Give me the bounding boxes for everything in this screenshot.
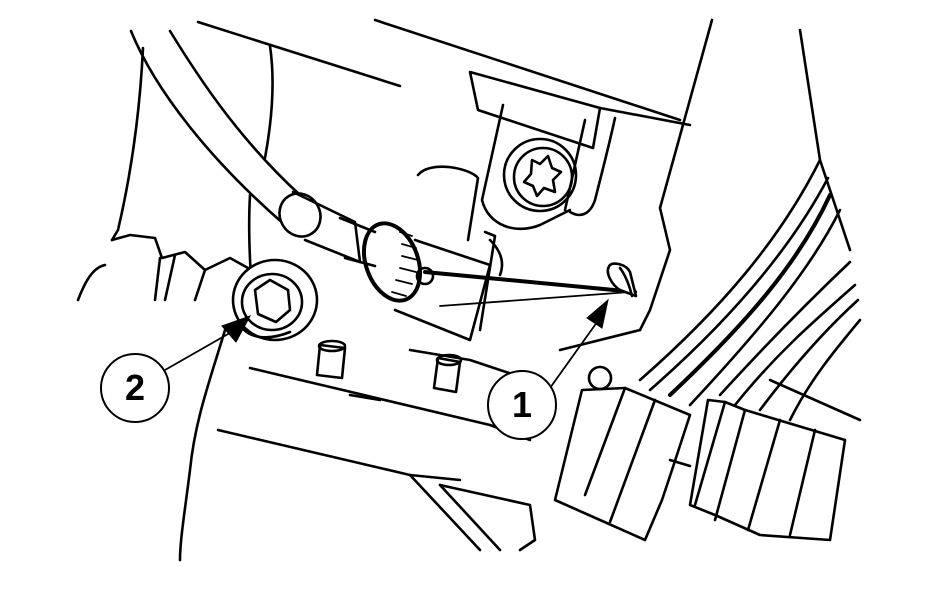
housing-edge <box>263 44 274 160</box>
cable-sheath-left <box>129 29 287 227</box>
bracket-top-tab <box>468 70 602 150</box>
bolt-flange <box>231 258 319 342</box>
callout-2: 2 <box>100 353 170 423</box>
torx-bolt-head <box>502 137 578 213</box>
callout-2-arrowhead <box>221 315 252 343</box>
electrical-connector-left <box>553 386 692 542</box>
callout-1-label: 1 <box>511 384 533 425</box>
torx-star-icon <box>522 154 563 198</box>
callout-2-leader <box>164 329 236 371</box>
cable-sheath-right <box>168 29 302 197</box>
knurled-nut <box>361 221 423 303</box>
cable-inner-wire <box>423 270 637 294</box>
electrical-connector-right <box>688 398 847 542</box>
locating-post-left <box>315 343 347 380</box>
mounting-hole <box>587 365 613 391</box>
callout-2-label: 2 <box>124 367 146 408</box>
hex-bolt-head <box>253 278 292 324</box>
callout-1-leader <box>549 317 601 389</box>
callout-1: 1 <box>487 370 557 440</box>
callout-1-arrowhead <box>586 298 609 329</box>
locating-post-right <box>432 356 462 394</box>
